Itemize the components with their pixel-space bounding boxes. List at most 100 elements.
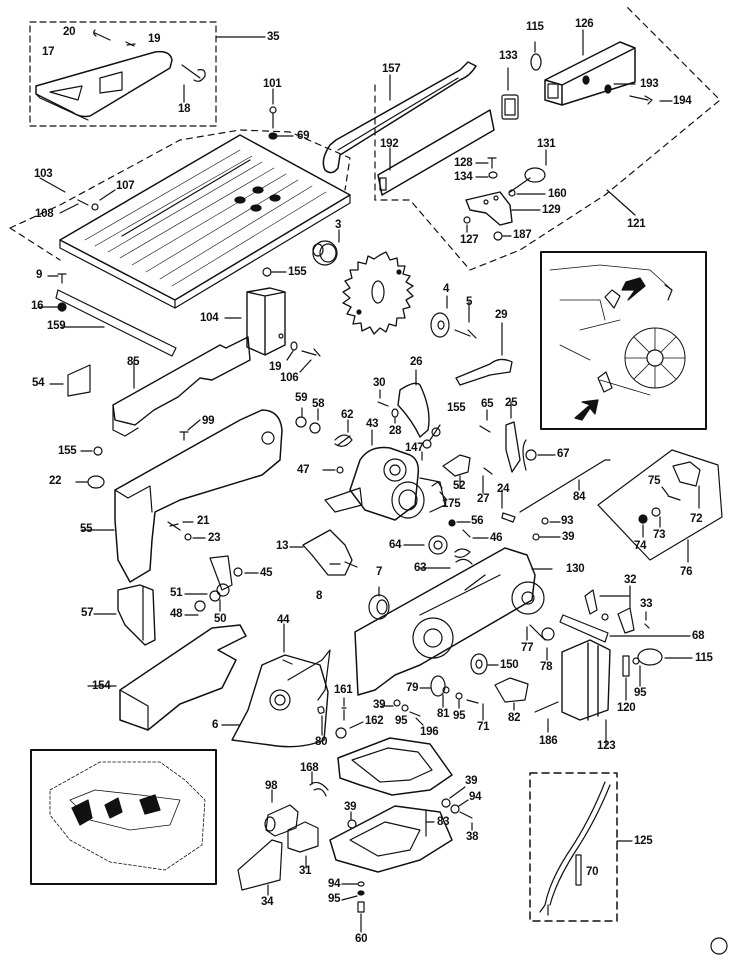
callout-51[interactable]: 51	[170, 587, 183, 599]
callout-196[interactable]: 196	[420, 726, 439, 738]
callout-155b[interactable]: 155	[447, 402, 466, 414]
callout-39b[interactable]: 39	[373, 699, 386, 711]
callout-79[interactable]: 79	[406, 682, 419, 694]
callout-168[interactable]: 168	[300, 762, 319, 774]
callout-69[interactable]: 69	[297, 130, 310, 142]
callout-175[interactable]: 175	[442, 498, 461, 510]
callout-125[interactable]: 125	[634, 835, 653, 847]
callout-31[interactable]: 31	[299, 865, 312, 877]
callout-7[interactable]: 7	[376, 566, 383, 578]
callout-71[interactable]: 71	[477, 721, 490, 733]
callout-187[interactable]: 187	[513, 229, 532, 241]
callout-46[interactable]: 46	[490, 532, 503, 544]
callout-103[interactable]: 103	[34, 168, 53, 180]
callout-57[interactable]: 57	[81, 607, 94, 619]
callout-159[interactable]: 159	[47, 320, 66, 332]
callout-129[interactable]: 129	[542, 204, 561, 216]
callout-94[interactable]: 94	[469, 791, 482, 803]
callout-155c[interactable]: 155	[58, 445, 77, 457]
callout-19[interactable]: 19	[148, 33, 161, 45]
callout-162[interactable]: 162	[365, 715, 384, 727]
callout-34[interactable]: 34	[261, 896, 274, 908]
callout-80[interactable]: 80	[315, 736, 328, 748]
callout-194[interactable]: 194	[673, 95, 692, 107]
callout-29[interactable]: 29	[495, 309, 508, 321]
callout-67[interactable]: 67	[557, 448, 570, 460]
callout-39[interactable]: 39	[562, 531, 575, 543]
callout-21[interactable]: 21	[197, 515, 210, 527]
callout-50[interactable]: 50	[214, 613, 227, 625]
callout-4[interactable]: 4	[443, 283, 450, 295]
callout-95b[interactable]: 95	[634, 687, 647, 699]
callout-120[interactable]: 120	[617, 702, 636, 714]
callout-68[interactable]: 68	[692, 630, 705, 642]
callout-33[interactable]: 33	[640, 598, 653, 610]
callout-134[interactable]: 134	[454, 171, 473, 183]
callout-101[interactable]: 101	[263, 78, 282, 90]
callout-192[interactable]: 192	[380, 138, 399, 150]
callout-58[interactable]: 58	[312, 398, 325, 410]
callout-106[interactable]: 106	[280, 372, 299, 384]
callout-161[interactable]: 161	[334, 684, 353, 696]
callout-39d[interactable]: 39	[344, 801, 357, 813]
callout-94b[interactable]: 94	[328, 878, 341, 890]
callout-32[interactable]: 32	[624, 574, 637, 586]
callout-52[interactable]: 52	[453, 480, 466, 492]
callout-18[interactable]: 18	[178, 103, 191, 115]
callout-95[interactable]: 95	[453, 710, 466, 722]
callout-78[interactable]: 78	[540, 661, 553, 673]
callout-8[interactable]: 8	[316, 590, 323, 602]
callout-24[interactable]: 24	[497, 483, 510, 495]
callout-104[interactable]: 104	[200, 312, 219, 324]
callout-64[interactable]: 64	[389, 539, 402, 551]
callout-82[interactable]: 82	[508, 712, 521, 724]
callout-72[interactable]: 72	[690, 513, 703, 525]
callout-154[interactable]: 154	[92, 680, 111, 692]
callout-70[interactable]: 70	[586, 866, 599, 878]
callout-123[interactable]: 123	[597, 740, 616, 752]
callout-59[interactable]: 59	[295, 392, 308, 404]
callout-81[interactable]: 81	[437, 708, 450, 720]
callout-115[interactable]: 115	[526, 21, 544, 33]
callout-3[interactable]: 3	[335, 219, 342, 231]
callout-60[interactable]: 60	[355, 933, 368, 945]
callout-160[interactable]: 160	[548, 188, 567, 200]
callout-193[interactable]: 193	[640, 78, 659, 90]
callout-35[interactable]: 35	[267, 31, 280, 43]
callout-22[interactable]: 22	[49, 475, 62, 487]
callout-25[interactable]: 25	[505, 397, 518, 409]
callout-127[interactable]: 127	[460, 234, 479, 246]
callout-23[interactable]: 23	[208, 532, 221, 544]
callout-43[interactable]: 43	[366, 418, 379, 430]
callout-5[interactable]: 5	[466, 296, 473, 308]
callout-76[interactable]: 76	[680, 566, 693, 578]
callout-56[interactable]: 56	[471, 515, 484, 527]
callout-73[interactable]: 73	[653, 529, 666, 541]
callout-28[interactable]: 28	[389, 425, 402, 437]
callout-74[interactable]: 74	[634, 540, 647, 552]
callout-20[interactable]: 20	[63, 26, 76, 38]
callout-27[interactable]: 27	[477, 493, 490, 505]
callout-95d[interactable]: 95	[328, 893, 341, 905]
callout-107[interactable]: 107	[116, 180, 135, 192]
callout-115b[interactable]: 115	[695, 652, 713, 664]
callout-157[interactable]: 157	[382, 63, 401, 75]
callout-186[interactable]: 186	[539, 735, 558, 747]
callout-17[interactable]: 17	[42, 46, 55, 58]
callout-44[interactable]: 44	[277, 614, 290, 626]
callout-39c[interactable]: 39	[465, 775, 478, 787]
callout-98[interactable]: 98	[265, 780, 278, 792]
callout-6[interactable]: 6	[212, 719, 219, 731]
callout-9[interactable]: 9	[36, 269, 43, 281]
callout-126[interactable]: 126	[575, 18, 594, 30]
callout-99[interactable]: 99	[202, 415, 215, 427]
callout-45[interactable]: 45	[260, 567, 273, 579]
callout-128[interactable]: 128	[454, 157, 473, 169]
callout-84[interactable]: 84	[573, 491, 586, 503]
callout-48[interactable]: 48	[170, 608, 183, 620]
callout-62[interactable]: 62	[341, 409, 354, 421]
callout-30[interactable]: 30	[373, 377, 386, 389]
callout-133[interactable]: 133	[499, 50, 518, 62]
callout-83[interactable]: 83	[437, 816, 450, 828]
callout-19b[interactable]: 19	[269, 361, 282, 373]
